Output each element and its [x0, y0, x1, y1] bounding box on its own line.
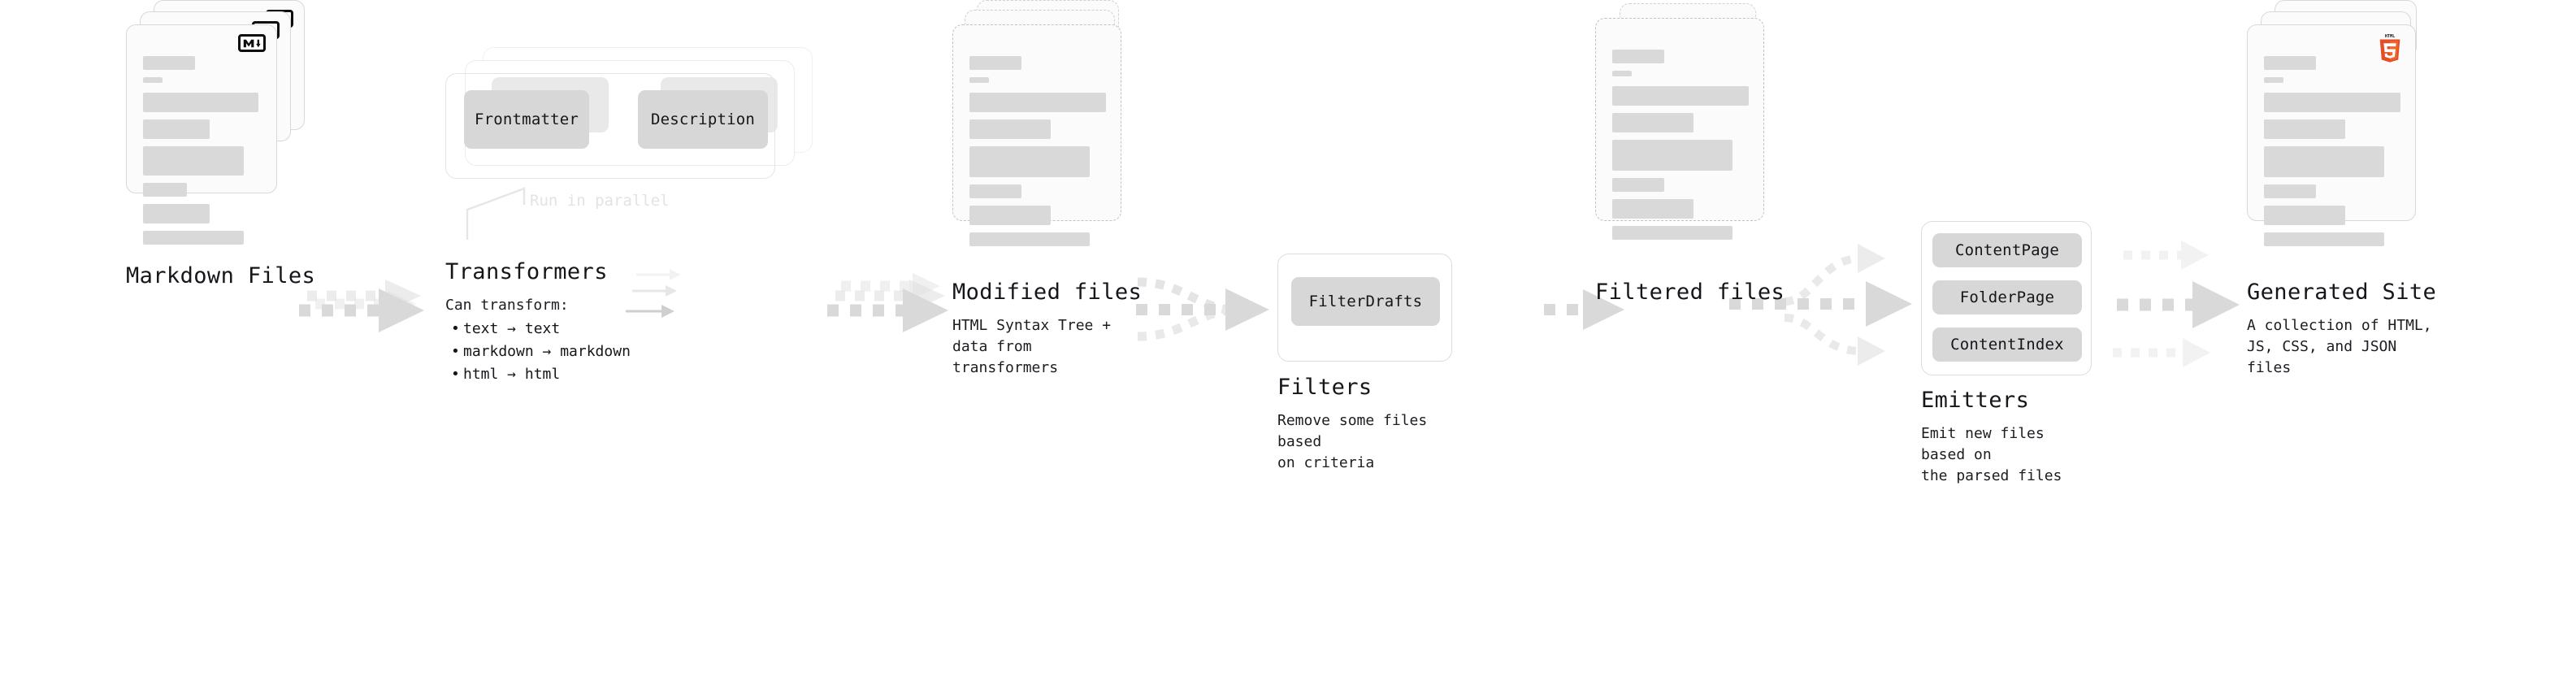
chip-folderpage[interactable]: FolderPage [1932, 280, 2082, 314]
caption-emitters: Emitters Emit new files based on the par… [1921, 388, 2092, 487]
transformer-inner-arrows [626, 269, 681, 318]
transformer-panel-front: Frontmatter Description [445, 73, 775, 179]
doc-placeholder-lines [143, 56, 260, 252]
doc-card-front [1595, 18, 1764, 240]
doc-placeholder-lines [2264, 56, 2400, 254]
transform-list-item: text → text [451, 318, 631, 340]
filtered-file-stack [1595, 0, 1782, 276]
doc-card-front [126, 24, 277, 245]
transform-list: text → text markdown → markdown html → h… [445, 318, 631, 386]
stage-generated-site: CSS HTML [2247, 0, 2436, 376]
transformer-stack: Frontmatter Description [445, 0, 827, 195]
stage-title: Transformers [445, 259, 608, 284]
stage-title: Filters [1277, 375, 1373, 400]
stage-title: Filtered files [1595, 280, 1785, 305]
stage-subtitle: A collection of HTML, JS, CSS, and JSON … [2247, 316, 2432, 376]
chip-frontmatter[interactable]: Frontmatter [464, 90, 589, 149]
stage-subtitle: Remove some files based on criteria [1277, 411, 1428, 471]
markdown-icon [238, 34, 266, 52]
stage-transformers: Run in parallel Frontmatter Description … [445, 0, 827, 385]
stage-filters: FilterDrafts Filters Remove some files b… [1277, 0, 1452, 471]
connector-emitters-to-site [2113, 241, 2240, 367]
html5-icon: HTML [2376, 33, 2404, 67]
stage-title: Modified files [952, 280, 1143, 305]
stage-subtitle: Emit new files based on the parsed files [1921, 424, 2062, 484]
transform-list-item: markdown → markdown [451, 340, 631, 363]
caption-generated-site: Generated Site A collection of HTML, JS,… [2247, 280, 2436, 379]
chip-contentpage[interactable]: ContentPage [1932, 233, 2082, 267]
modified-file-stack [952, 0, 1139, 276]
transform-list-item: html → html [451, 363, 631, 386]
generated-site-stack: CSS HTML [2247, 0, 2434, 276]
run-in-parallel-label: Run in parallel [530, 192, 670, 210]
doc-placeholder-lines [1612, 50, 1749, 247]
stage-modified-files: Modified files HTML Syntax Tree + data f… [952, 0, 1142, 376]
svg-text:HTML: HTML [2385, 34, 2395, 39]
chip-contentindex[interactable]: ContentIndex [1932, 327, 2082, 362]
caption-filtered-files: Filtered files [1595, 280, 1785, 305]
caption-modified-files: Modified files HTML Syntax Tree + data f… [952, 280, 1142, 379]
stage-subtitle: HTML Syntax Tree + data from transformer… [952, 316, 1112, 376]
stage-title: Generated Site [2247, 280, 2437, 305]
markdown-file-stack [126, 0, 305, 268]
stage-filtered-files: Filtered files [1595, 0, 1785, 304]
filters-box: FilterDrafts [1277, 254, 1452, 362]
doc-placeholder-lines [969, 56, 1106, 254]
caption-markdown-files: Markdown Files [59, 264, 467, 288]
stage-emitters: ContentPage FolderPage ContentIndex Emit… [1921, 0, 2092, 484]
stage-subtitle: Can transform: [445, 296, 569, 314]
caption-filters: Filters Remove some files based on crite… [1277, 375, 1452, 474]
connector-modified-to-filters [1136, 277, 1269, 341]
emitters-box: ContentPage FolderPage ContentIndex [1921, 221, 2092, 375]
doc-card-front [952, 24, 1121, 246]
caption-transformers: Transformers Can transform: text → text … [445, 259, 631, 386]
doc-card-front-html: HTML [2247, 24, 2416, 246]
stage-title: Emitters [1921, 388, 2030, 413]
stage-markdown-files: Markdown Files [126, 0, 315, 288]
run-in-parallel-bracket [466, 187, 526, 240]
chip-description[interactable]: Description [638, 90, 768, 149]
connector-transformers-to-modified [827, 273, 948, 332]
stage-title: Markdown Files [126, 263, 316, 288]
chip-filterdrafts[interactable]: FilterDrafts [1291, 277, 1440, 326]
